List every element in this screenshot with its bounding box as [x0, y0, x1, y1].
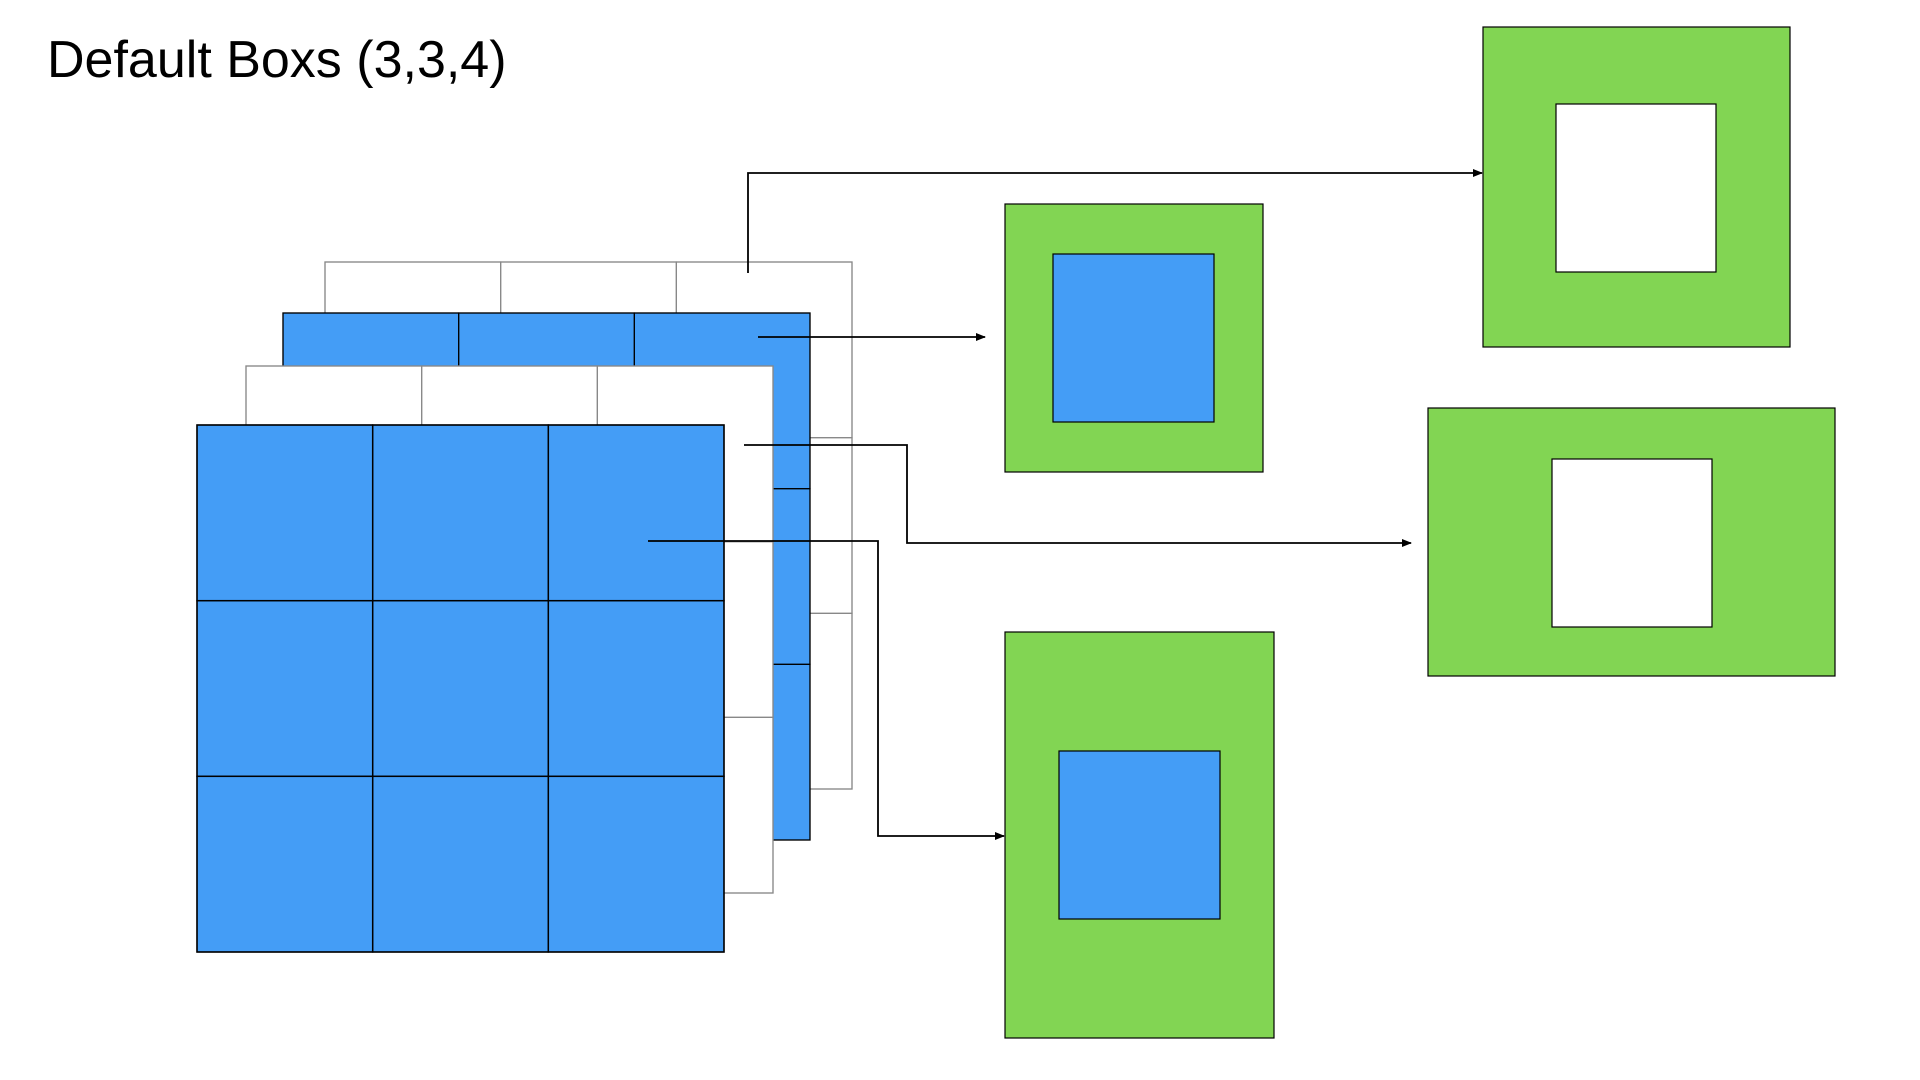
default-box-4: [1004, 631, 1275, 1039]
layer-front: [196, 424, 725, 953]
connector-arrow-1: [747, 169, 1483, 273]
default-box-2: [1004, 203, 1264, 473]
connector-arrow-3: [744, 444, 1412, 547]
layer-background: [196, 424, 725, 953]
feature-map-stack: [196, 261, 853, 953]
connector-arrows: [648, 169, 1483, 840]
default-box-inner: [1052, 253, 1215, 423]
default-box-3: [1427, 407, 1836, 677]
default-box-inner: [1058, 750, 1221, 920]
page-title: Default Boxs (3,3,4): [47, 31, 507, 89]
default-boxes: [1004, 26, 1836, 1039]
default-box-inner: [1555, 103, 1717, 273]
default-box-inner: [1551, 458, 1713, 628]
grid-cell: [547, 775, 725, 953]
default-box-1: [1482, 26, 1791, 348]
connector-arrow-4: [648, 540, 1005, 840]
